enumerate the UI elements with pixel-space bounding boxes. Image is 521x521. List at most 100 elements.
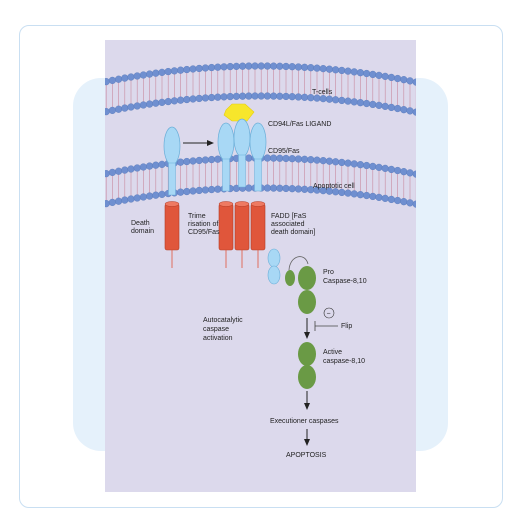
lipid-head <box>288 185 296 193</box>
lipid-head <box>325 157 334 165</box>
label-pro-caspase-1: Pro <box>323 269 334 276</box>
lipid-head <box>294 155 303 163</box>
lipid-head <box>375 71 383 79</box>
lipid-head <box>121 166 129 174</box>
apoptosis-arrow-head <box>304 439 310 446</box>
pro-caspase-small <box>285 270 295 286</box>
lipid-head <box>121 74 129 82</box>
receptor-stalk <box>222 158 230 192</box>
lipid-head <box>294 63 303 71</box>
lipid-head <box>294 93 303 101</box>
death-domain-top <box>250 201 266 207</box>
lipid-head <box>282 154 290 163</box>
lipid-head <box>332 158 340 166</box>
lipid-head <box>183 65 191 74</box>
lipid-head <box>338 66 346 75</box>
lipid-head <box>394 196 402 205</box>
lipid-head <box>400 106 408 114</box>
lipid-head <box>139 101 148 109</box>
lipid-head <box>363 191 371 200</box>
lipid-head <box>127 73 135 81</box>
lipid-head <box>245 154 253 162</box>
lipid-head <box>325 65 334 73</box>
death-domain-cylinder <box>250 203 266 251</box>
lipid-head <box>195 186 203 195</box>
lipid-head <box>133 164 141 172</box>
lipid-head <box>375 163 383 171</box>
lipid-head <box>276 184 284 192</box>
lipid-head <box>97 110 104 117</box>
lipid-head <box>406 77 414 85</box>
lipid-head <box>282 92 290 101</box>
lipid-head <box>158 68 166 76</box>
lipid-head <box>288 93 296 101</box>
receptor-stalk <box>168 162 176 196</box>
lipid-head <box>164 97 172 106</box>
lipid-head <box>350 68 358 76</box>
label-t-cells: T-cells <box>312 89 333 96</box>
lipid-head <box>294 185 303 193</box>
lipid-head <box>152 69 160 77</box>
label-flip: Flip <box>341 323 352 330</box>
lipid-head <box>319 65 327 73</box>
lipid-head <box>251 92 259 100</box>
lipid-head <box>356 69 365 77</box>
t-cell-membrane <box>97 62 416 117</box>
lipid-head <box>387 195 396 204</box>
lipid-head <box>105 78 110 86</box>
inhibit-circle <box>323 307 335 319</box>
label-receptor: CD95/Fas <box>268 148 300 155</box>
lipid-head <box>139 163 148 171</box>
lipid-head <box>114 197 123 205</box>
lipid-head <box>114 75 123 83</box>
lipid-head <box>412 170 416 178</box>
lipid-head <box>105 200 110 208</box>
lipid-head <box>400 76 408 84</box>
lipid-head <box>350 190 358 198</box>
label-executioner: Executioner caspases <box>270 418 339 425</box>
lipid-head <box>245 92 253 100</box>
lipid-head <box>220 93 228 101</box>
trimer-receptor-1 <box>217 122 235 268</box>
lipid-head <box>381 72 389 80</box>
lipid-head <box>356 99 365 107</box>
lipid-head <box>239 92 247 100</box>
label-trimerisation-3: CD95/Fas <box>188 229 220 236</box>
lipid-head <box>214 93 222 101</box>
lipid-head <box>363 99 371 108</box>
lipid-head <box>201 94 210 102</box>
lipid-head <box>220 63 228 71</box>
lipid-head <box>105 108 110 116</box>
pro-caspase-bottom <box>298 290 316 314</box>
lipid-head <box>177 96 185 104</box>
lipid-head <box>276 92 284 100</box>
lipid-head <box>177 158 185 166</box>
receptor-stalk <box>238 154 246 188</box>
lipid-head <box>276 154 284 162</box>
lipid-head <box>114 105 123 113</box>
lipid-head <box>164 67 172 76</box>
lipid-head <box>344 159 352 167</box>
lipid-head <box>127 195 135 203</box>
lipid-head <box>313 64 321 72</box>
lipid-head <box>139 193 148 201</box>
death-domain-cylinder <box>218 203 234 251</box>
lipid-head <box>245 184 253 192</box>
lipid-head <box>375 193 383 201</box>
lipid-head <box>270 62 278 70</box>
executioner-arrow-head <box>304 403 310 410</box>
lipid-head <box>406 107 414 115</box>
lipid-head <box>183 187 191 196</box>
receptor-head <box>217 122 235 162</box>
lipid-head <box>214 155 222 163</box>
lipid-head <box>251 62 259 70</box>
label-trimerisation-2: risation of <box>188 221 218 228</box>
lipid-head <box>105 170 110 178</box>
lipid-head <box>201 186 210 194</box>
lipid-head <box>257 92 265 100</box>
lipid-head <box>226 62 234 71</box>
lipid-head <box>127 165 135 173</box>
label-death-domain-2: domain <box>131 228 154 235</box>
lipid-head <box>263 184 272 192</box>
